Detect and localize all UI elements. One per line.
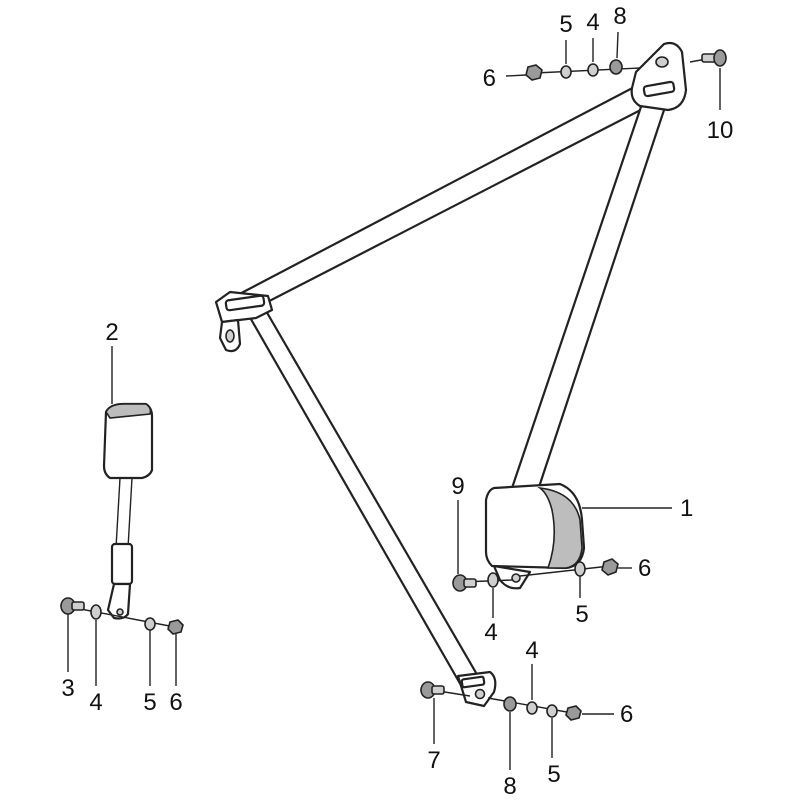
- hex-nut-6-lower: [565, 705, 582, 721]
- washer-5-retractor: [574, 561, 586, 577]
- hardware-top: [525, 49, 727, 81]
- washer-4-retractor: [487, 572, 499, 588]
- label-6-buckle: 6: [169, 689, 182, 716]
- washer-5-buckle: [144, 617, 156, 631]
- label-5-retractor: 5: [575, 601, 588, 628]
- label-7: 7: [427, 747, 440, 774]
- label-4-retractor: 4: [484, 619, 497, 646]
- upper-anchor-plate: [630, 41, 688, 112]
- bolt-10: [701, 49, 727, 67]
- label-8-top: 8: [613, 3, 626, 30]
- label-5-buckle: 5: [143, 689, 156, 716]
- label-4-lower: 4: [525, 637, 538, 664]
- washer-5-lower: [546, 704, 558, 718]
- d-ring-guide: [214, 290, 274, 353]
- retractor-assembly: [484, 482, 586, 590]
- washer-5-top: [560, 65, 572, 79]
- bolt-7: [420, 681, 445, 699]
- washer-4-buckle: [90, 604, 102, 620]
- label-6-lower: 6: [620, 701, 633, 728]
- bolt-3: [60, 597, 85, 615]
- buckle-assembly: [102, 402, 154, 620]
- label-9: 9: [451, 473, 464, 500]
- callout-numbers: 6 5 4 8 10 1 9 4 5 6 2 3 4 5 6 7 8 4 5 6: [61, 3, 733, 800]
- label-8-lower: 8: [503, 773, 516, 800]
- hardware-buckle: [60, 597, 184, 635]
- hardware-retractor: [452, 558, 619, 592]
- washer-4-top: [587, 63, 599, 77]
- label-4-buckle: 4: [89, 689, 102, 716]
- hex-nut-6-retractor: [601, 558, 619, 576]
- hex-nut-6-top: [525, 64, 543, 81]
- label-6-retractor: 6: [638, 555, 651, 582]
- washer-4-lower: [526, 701, 538, 715]
- label-2: 2: [105, 319, 118, 346]
- label-6-top: 6: [483, 65, 496, 92]
- hardware-lower: [420, 681, 582, 721]
- label-10: 10: [707, 117, 734, 144]
- lower-anchor-plate: [456, 670, 497, 708]
- label-4-top: 4: [586, 9, 599, 36]
- bolt-9: [452, 574, 477, 592]
- spacer-8-lower: [503, 696, 517, 712]
- label-3: 3: [61, 675, 74, 702]
- hex-nut-6-buckle: [167, 619, 184, 635]
- label-5-top: 5: [559, 11, 572, 38]
- belt-webbing: [226, 82, 670, 696]
- label-5-lower: 5: [547, 761, 560, 788]
- spacer-8-top: [609, 59, 623, 75]
- label-1: 1: [680, 495, 693, 522]
- leader-lines: [67, 31, 721, 770]
